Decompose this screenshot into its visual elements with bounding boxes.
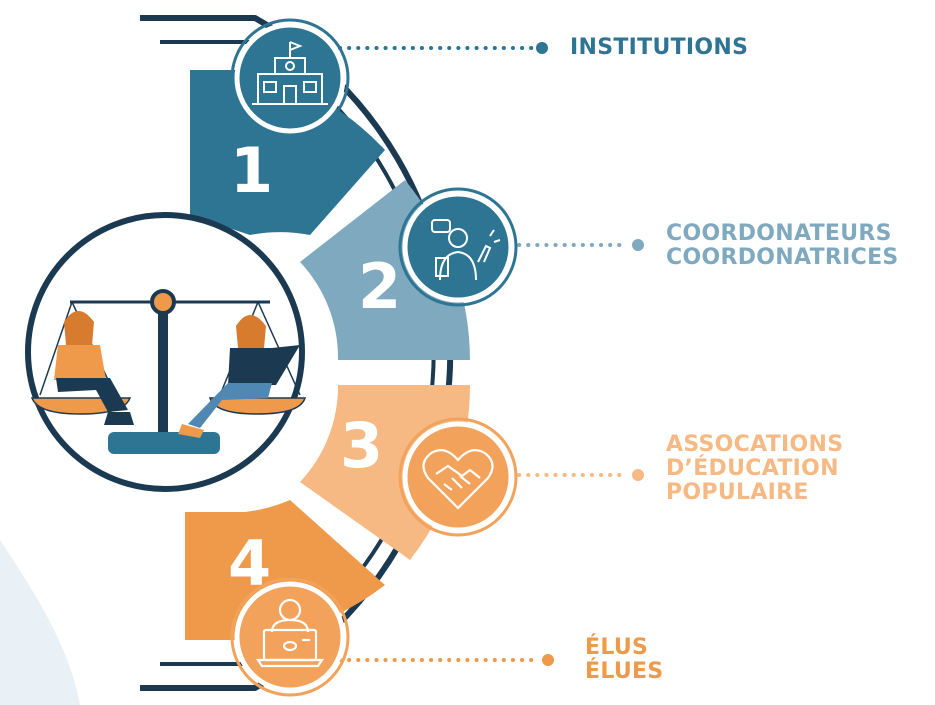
label-elus-line-1: ÉLUS [585,635,649,660]
label-institutions-line-1: INSTITUTIONS [570,35,749,60]
segment-1-number: 1 [230,134,273,207]
connector-3-dot [632,469,644,481]
label-associations-line-3: POPULAIRE [666,480,809,505]
segment-4-number: 4 [228,527,271,600]
connector-4-dot [542,654,554,666]
laptop-user-icon [230,577,350,697]
connector-1-dot [536,42,548,54]
segment-2-number: 2 [358,250,401,323]
segment-3-number: 3 [340,409,383,482]
label-associations-line-1: ASSOCATIONS [666,432,844,457]
label-elus: ÉLUS ÉLUES [585,636,664,684]
label-coordonateurs-line-1: COORDONATEURS [666,221,892,246]
label-coordonateurs-line-2: COORDONATRICES [666,245,899,270]
school-building-icon [230,18,350,138]
label-associations-line-2: D’ÉDUCATION [666,456,839,481]
background-swoosh [0,540,80,705]
label-elus-line-2: ÉLUES [585,659,664,684]
balance-scale-women-icon [25,212,307,492]
label-institutions: INSTITUTIONS [570,36,748,60]
label-coordonateurs: COORDONATEURS COORDONATRICES [666,222,899,270]
heart-handshake-icon [398,417,518,537]
coordinator-person-icon [398,187,518,307]
label-associations: ASSOCATIONS D’ÉDUCATION POPULAIRE [666,433,843,505]
connector-2-dot [632,239,644,251]
